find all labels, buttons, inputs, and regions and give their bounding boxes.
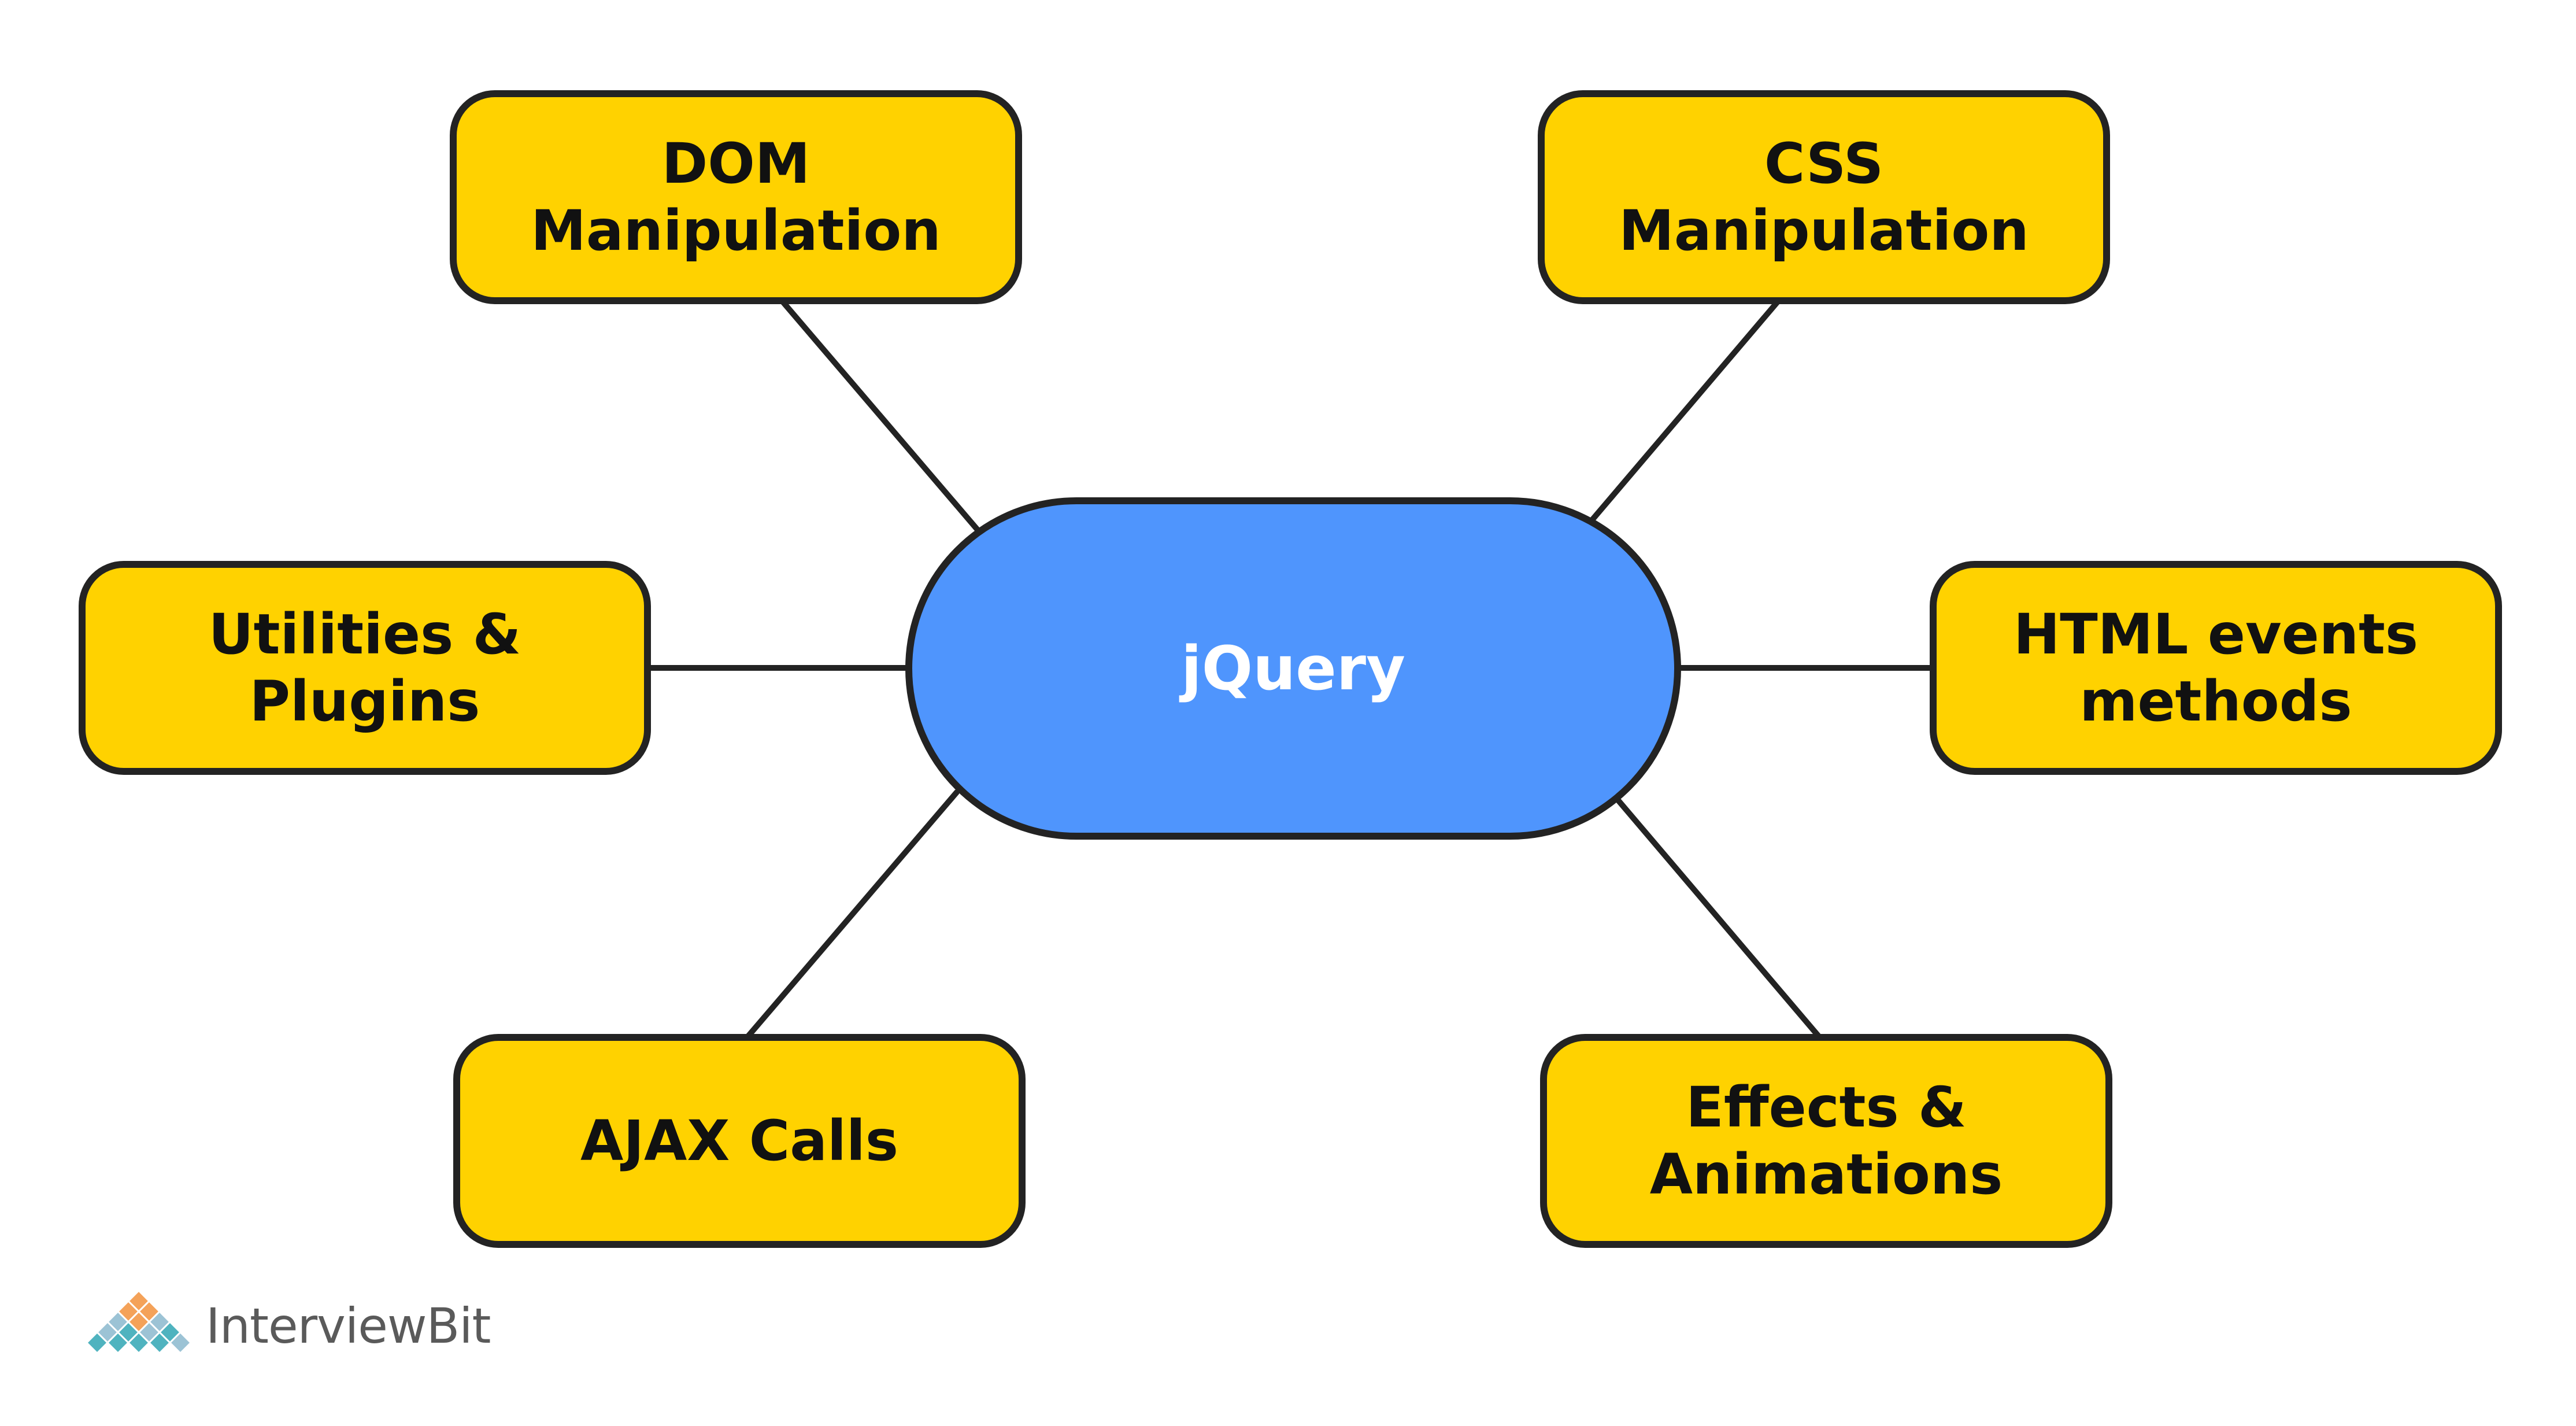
node-utilities-plugins: Utilities & Plugins (79, 561, 651, 775)
connector-effects (1616, 798, 1822, 1039)
interviewbit-diamond-logo-icon (85, 1289, 193, 1355)
node-label: AJAX Calls (580, 1109, 898, 1173)
node-label: DOM Manipulation (531, 131, 941, 263)
node-label: HTML events methods (2013, 602, 2419, 734)
node-label: Effects & Animations (1649, 1075, 2003, 1207)
center-node-jquery: jQuery (905, 497, 1681, 840)
node-label: CSS Manipulation (1619, 131, 2029, 263)
interviewbit-logo: InterviewBit (81, 1288, 491, 1364)
node-dom-manipulation: DOM Manipulation (450, 90, 1022, 304)
node-css-manipulation: CSS Manipulation (1538, 90, 2110, 304)
node-effects-animations: Effects & Animations (1540, 1034, 2112, 1248)
center-node-label: jQuery (1181, 633, 1405, 704)
node-label: Utilities & Plugins (208, 602, 521, 734)
node-html-events-methods: HTML events methods (1930, 561, 2502, 775)
node-ajax-calls: AJAX Calls (453, 1034, 1026, 1248)
interviewbit-logo-text: InterviewBit (206, 1298, 491, 1354)
connector-ajax (745, 789, 960, 1039)
connector-dom (780, 300, 980, 532)
connector-css (1590, 300, 1780, 522)
